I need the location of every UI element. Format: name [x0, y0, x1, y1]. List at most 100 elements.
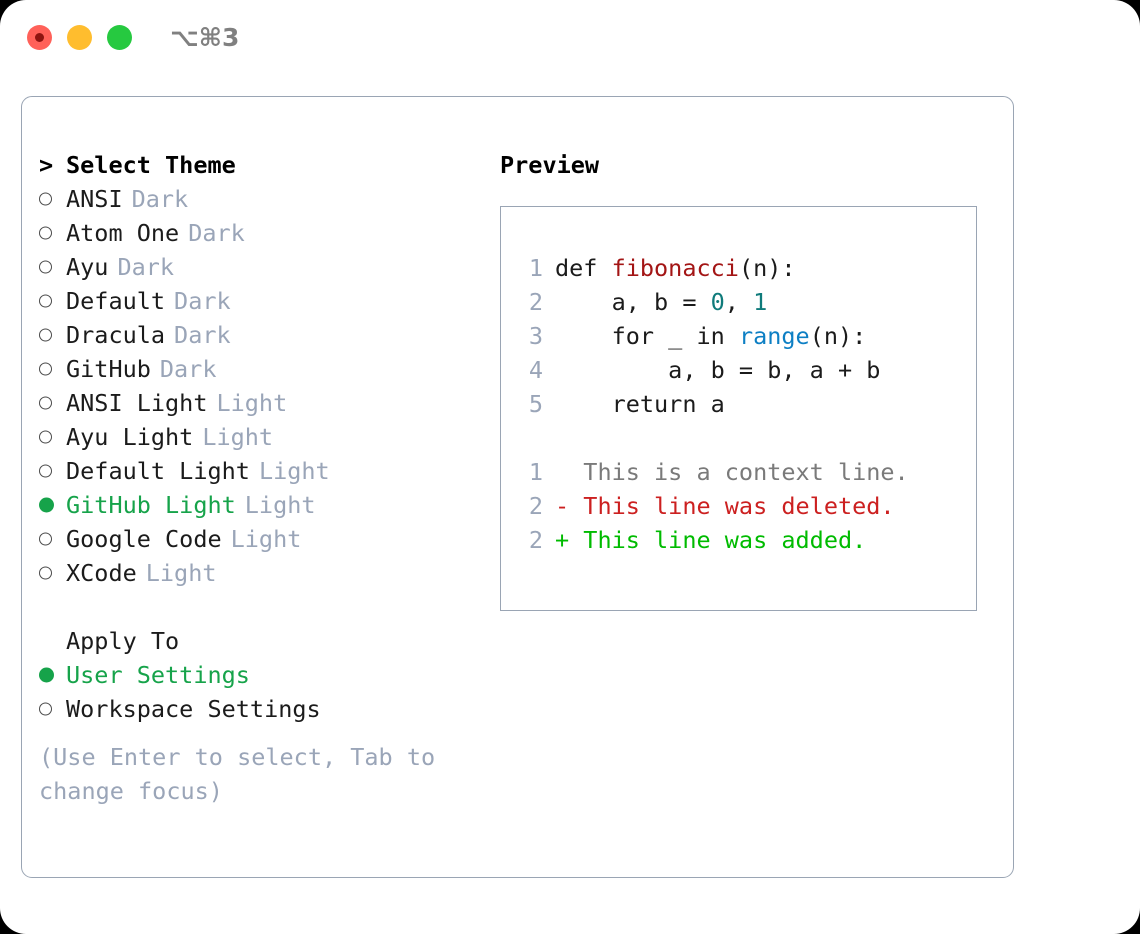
code-token-plain: ,	[724, 288, 754, 316]
code-line: 2 a, b = 0, 1	[517, 285, 976, 319]
radio-ring	[39, 464, 52, 478]
code-line-content: a, b = b, a + b	[555, 353, 880, 387]
radio-ring	[39, 396, 52, 410]
theme-variant-badge: Dark	[117, 253, 175, 281]
radio-ring	[39, 226, 52, 240]
maximize-light[interactable]	[107, 25, 132, 50]
diff-line-del: 2- This line was deleted.	[517, 489, 976, 523]
theme-name: Google Code	[66, 525, 222, 553]
radio-ring	[39, 192, 52, 206]
theme-name: Ayu	[66, 253, 109, 281]
theme-variant-badge: Dark	[188, 219, 245, 247]
apply-to-header: Apply To	[39, 624, 479, 658]
theme-option-default[interactable]: Default Dark	[39, 284, 479, 318]
diff-text: This line was added.	[583, 526, 867, 554]
radio-dot	[39, 497, 54, 513]
radio-ring	[39, 328, 52, 342]
radio-dot	[39, 667, 54, 683]
radio-ring	[39, 702, 52, 716]
code-token-fn: fibonacci	[611, 254, 739, 282]
theme-option-github[interactable]: GitHub Dark	[39, 352, 479, 386]
code-line: 4 a, b = b, a + b	[517, 353, 976, 387]
theme-option-google-code[interactable]: Google Code Light	[39, 522, 479, 556]
code-token-num: 1	[753, 288, 768, 316]
code-token-plain: (n):	[809, 322, 867, 350]
apply-to-label-text: User Settings	[66, 661, 250, 689]
theme-name: GitHub	[66, 355, 151, 383]
theme-name: XCode	[66, 559, 137, 587]
line-number: 5	[528, 390, 543, 418]
line-number: 2	[528, 492, 543, 520]
preview-title: Preview	[500, 151, 600, 179]
help-text: (Use Enter to select, Tab to change focu…	[39, 743, 436, 805]
code-token-num: 0	[710, 288, 725, 316]
line-number: 2	[528, 526, 543, 554]
apply-to-label-text: Workspace Settings	[66, 695, 321, 723]
theme-name: Atom One	[66, 219, 180, 247]
select-theme-header: > Select Theme	[39, 148, 479, 182]
code-line: 5 return a	[517, 387, 976, 421]
diff-marker	[555, 455, 583, 489]
diff-marker: -	[555, 492, 584, 520]
theme-name: ANSI	[66, 185, 123, 213]
diff-line-ctx: 1 This is a context line.	[517, 455, 976, 489]
theme-option-ansi[interactable]: ANSI Dark	[39, 182, 479, 216]
radio-ring	[39, 430, 52, 444]
theme-option-atom-one[interactable]: Atom One Dark	[39, 216, 479, 250]
apply-to-option-workspace-settings[interactable]: Workspace Settings	[39, 692, 479, 726]
apply-to-label: Apply To	[66, 627, 180, 655]
code-line-content: for _ in range(n):	[555, 319, 867, 353]
apply-to-option-user-settings[interactable]: User Settings	[39, 658, 479, 692]
theme-name: Default	[66, 287, 166, 315]
theme-option-ayu[interactable]: Ayu Dark	[39, 250, 479, 284]
diff-text: This line was deleted.	[583, 492, 895, 520]
radio-ring	[39, 260, 52, 274]
diff-sample: 1 This is a context line.2- This line wa…	[517, 455, 976, 557]
title-bar: ⌥⌘3	[0, 0, 1140, 78]
theme-variant-badge: Light	[145, 559, 217, 587]
theme-name: Ayu Light	[66, 423, 194, 451]
code-token-plain: a, b =	[555, 288, 711, 316]
line-number: 4	[528, 356, 543, 384]
line-number: 1	[528, 458, 543, 486]
theme-option-ayu-light[interactable]: Ayu Light Light	[39, 420, 479, 454]
section-spacer	[39, 590, 479, 624]
theme-option-xcode[interactable]: XCode Light	[39, 556, 479, 590]
window-controls	[27, 25, 132, 50]
code-line-content: return a	[555, 387, 725, 421]
theme-variant-badge: Light	[216, 389, 288, 417]
line-number: 2	[528, 288, 543, 316]
diff-text: This is a context line.	[583, 458, 909, 486]
close-light[interactable]	[27, 25, 52, 50]
theme-variant-badge: Dark	[174, 287, 231, 315]
code-token-plain: a, b = b, a + b	[555, 356, 881, 384]
theme-variant-badge: Dark	[174, 321, 231, 349]
code-line: 3 for _ in range(n):	[517, 319, 976, 353]
prompt-caret-icon: >	[39, 151, 54, 179]
theme-variant-badge: Light	[202, 423, 274, 451]
theme-name: Default Light	[66, 457, 250, 485]
radio-ring	[39, 532, 52, 546]
radio-ring	[39, 362, 52, 376]
theme-variant-badge: Dark	[159, 355, 217, 383]
radio-ring	[39, 294, 52, 308]
theme-variant-badge: Light	[230, 525, 302, 553]
theme-variant-badge: Dark	[131, 185, 189, 213]
minimize-light[interactable]	[67, 25, 92, 50]
line-number: 1	[528, 254, 543, 282]
code-token-kw: def	[555, 254, 612, 282]
code-line-content: a, b = 0, 1	[555, 285, 768, 319]
keyboard-shortcut-label: ⌥⌘3	[170, 23, 240, 52]
diff-marker: +	[555, 526, 584, 554]
